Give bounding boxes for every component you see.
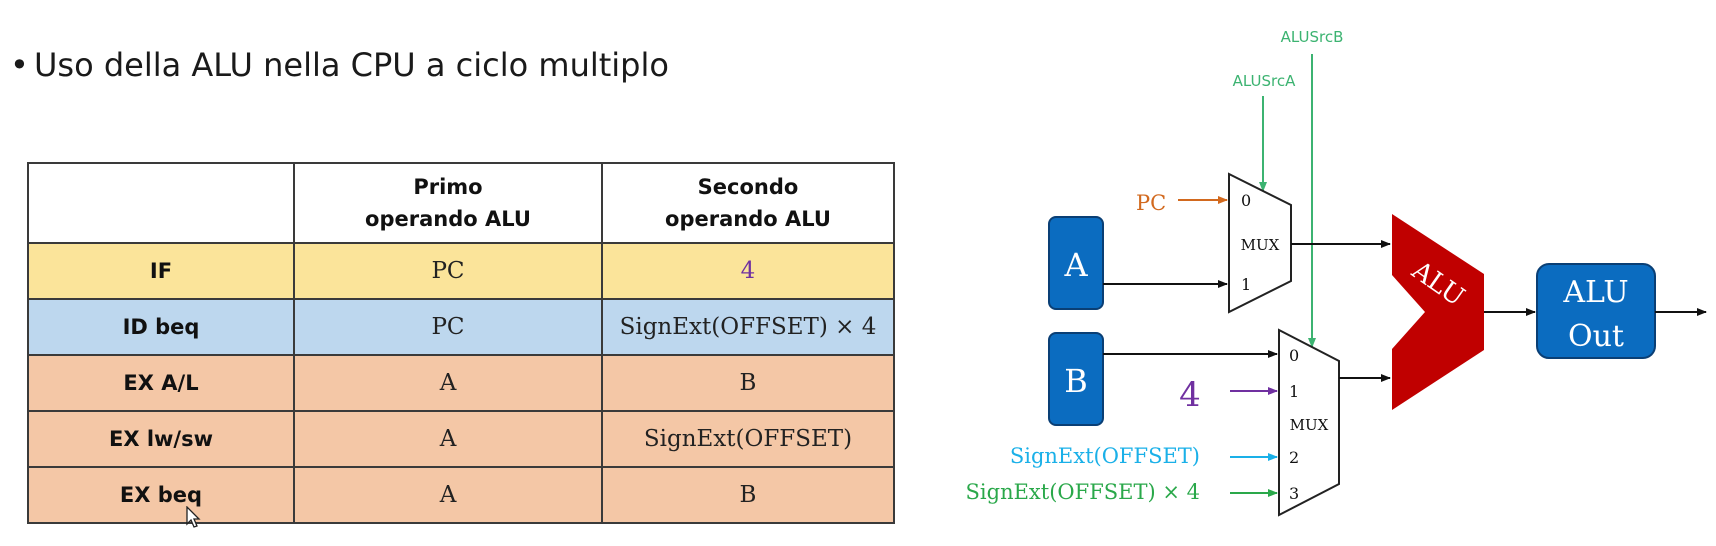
header-secondo-line2: operando ALU xyxy=(665,207,831,231)
mux-b xyxy=(1278,328,1340,517)
register-b xyxy=(1048,332,1104,426)
first-operand-cell: PC xyxy=(293,298,603,356)
phase-cell: EX beq xyxy=(27,466,295,524)
signext-x4-label: SignExt(OFFSET) × 4 xyxy=(966,480,1200,504)
alu-out-line1: ALU xyxy=(1562,275,1628,310)
slide-bullet: •Uso della ALU nella CPU a ciclo multipl… xyxy=(10,46,669,84)
alusrcb-label: ALUSrcB xyxy=(1281,28,1344,46)
phase-cell: EX A/L xyxy=(27,354,295,412)
mux-b-input-0: 0 xyxy=(1289,346,1299,365)
first-operand-cell: PC xyxy=(293,242,603,300)
const-four-label: 4 xyxy=(1179,375,1201,415)
first-operand-cell: A xyxy=(293,466,603,524)
first-operand-cell: A xyxy=(293,410,603,468)
table-row: IF PC 4 xyxy=(27,242,895,300)
second-operand-cell: B xyxy=(601,354,895,412)
table-row: ID beq PC SignExt(OFFSET) × 4 xyxy=(27,298,895,356)
alu-operand-table: Primo operando ALU Secondo operando ALU … xyxy=(27,162,895,524)
phase-cell: IF xyxy=(27,242,295,300)
header-primo: Primo operando ALU xyxy=(293,162,603,244)
phase-cell: ID beq xyxy=(27,298,295,356)
header-empty-cell xyxy=(27,162,295,244)
alu-out-line2: Out xyxy=(1568,319,1624,354)
signext-label: SignExt(OFFSET) xyxy=(1010,444,1200,468)
header-primo-line2: operando ALU xyxy=(365,207,531,231)
second-operand-cell: B xyxy=(601,466,895,524)
mux-b-input-2: 2 xyxy=(1289,448,1299,467)
first-operand-cell: A xyxy=(293,354,603,412)
second-operand-cell: SignExt(OFFSET) × 4 xyxy=(601,298,895,356)
register-a xyxy=(1048,216,1104,310)
mux-b-input-1: 1 xyxy=(1289,382,1299,401)
mux-a xyxy=(1228,172,1292,314)
table-row: EX lw/sw A SignExt(OFFSET) xyxy=(27,410,895,468)
alu-shape xyxy=(1392,214,1484,410)
header-secondo-line1: Secondo xyxy=(697,175,799,199)
second-operand-cell: SignExt(OFFSET) xyxy=(601,410,895,468)
table-header-row: Primo operando ALU Secondo operando ALU xyxy=(27,162,895,244)
table-row: EX beq A B xyxy=(27,466,895,524)
bullet-dot: • xyxy=(10,46,29,84)
phase-cell: EX lw/sw xyxy=(27,410,295,468)
pc-label: PC xyxy=(1136,191,1166,215)
mux-a-input-0: 0 xyxy=(1241,191,1251,210)
header-primo-line1: Primo xyxy=(413,175,483,199)
table-row: EX A/L A B xyxy=(27,354,895,412)
mux-b-label: MUX xyxy=(1290,416,1329,434)
header-secondo: Secondo operando ALU xyxy=(601,162,895,244)
second-operand-cell: 4 xyxy=(601,242,895,300)
mux-b-input-3: 3 xyxy=(1289,484,1299,503)
register-b-label: B xyxy=(1064,362,1088,400)
alusrca-label: ALUSrcA xyxy=(1233,72,1296,90)
register-a-label: A xyxy=(1063,246,1088,284)
mux-a-input-1: 1 xyxy=(1241,275,1251,294)
bullet-text: Uso della ALU nella CPU a ciclo multiplo xyxy=(34,46,669,84)
mux-a-label: MUX xyxy=(1241,236,1280,254)
mouse-cursor-icon xyxy=(186,506,201,528)
